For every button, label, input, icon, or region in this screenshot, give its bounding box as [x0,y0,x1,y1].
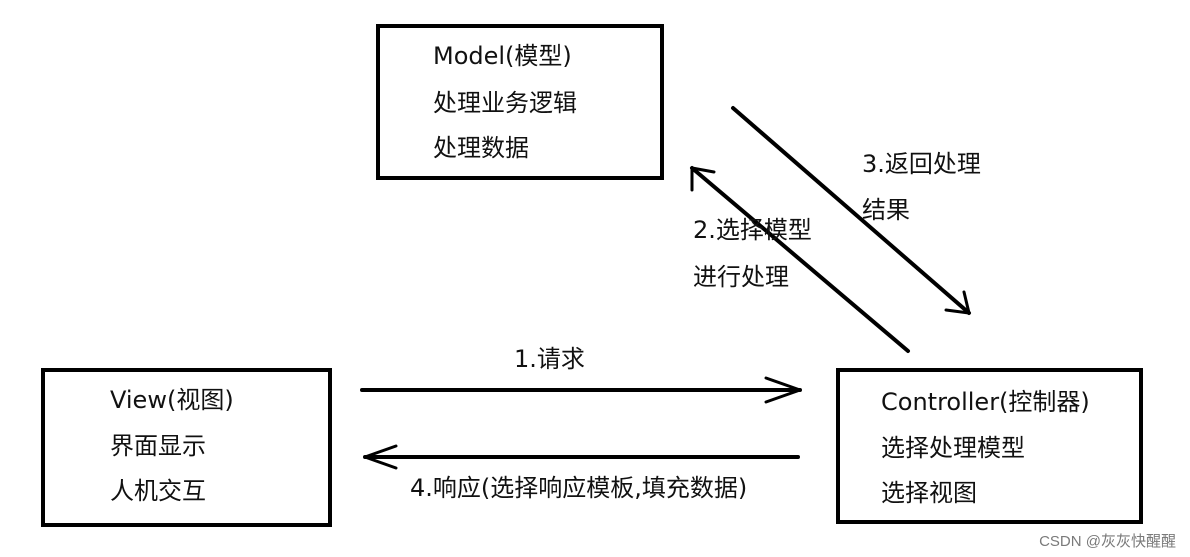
select-model-label-1: 2.选择模型 [693,216,812,244]
response-label: 4.响应(选择响应模板,填充数据) [410,474,748,502]
model-line-2: 处理数据 [433,134,529,162]
controller-line-1: 选择处理模型 [881,434,1025,462]
view-box: View(视图) 界面显示 人机交互 [41,368,332,527]
response-arrow [363,444,800,470]
select-model-arrow [690,166,910,353]
view-line-2: 人机交互 [110,477,206,505]
return-result-label-2: 结果 [862,196,910,224]
controller-line-2: 选择视图 [881,479,977,507]
select-model-label-2: 进行处理 [693,263,789,291]
request-label: 1.请求 [514,345,585,373]
model-title: Model(模型) [433,42,572,70]
controller-box: Controller(控制器) 选择处理模型 选择视图 [836,368,1143,524]
controller-title: Controller(控制器) [881,388,1090,416]
watermark: CSDN @灰灰快醒醒 [1039,533,1176,550]
request-arrow [360,376,802,404]
model-line-1: 处理业务逻辑 [433,89,577,117]
model-box: Model(模型) 处理业务逻辑 处理数据 [376,24,664,180]
return-result-label-1: 3.返回处理 [862,150,981,178]
view-line-1: 界面显示 [110,432,206,460]
return-result-arrow [731,106,971,315]
view-title: View(视图) [110,386,234,414]
